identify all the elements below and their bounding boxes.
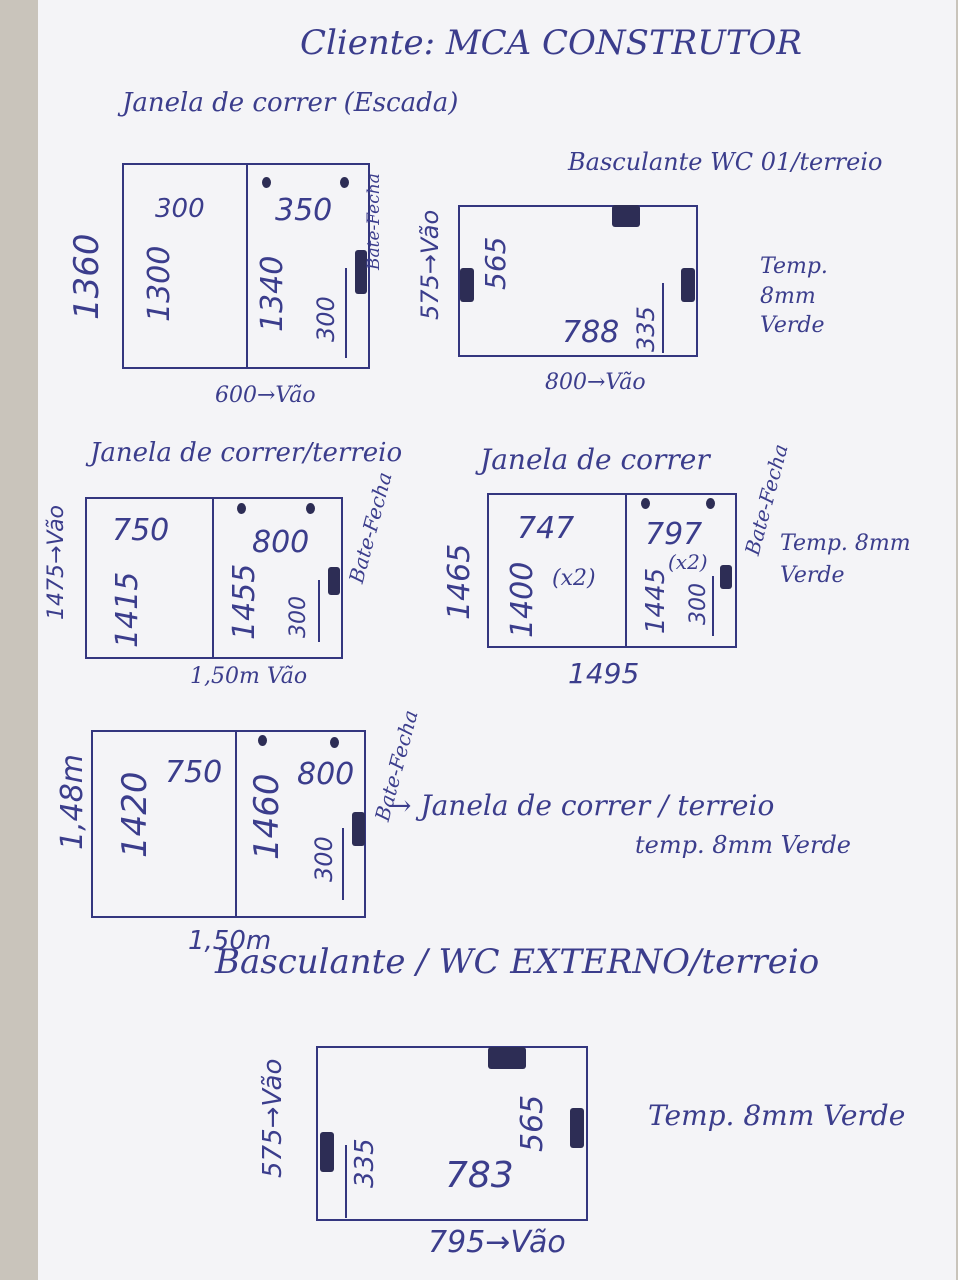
w6-lock-height: 335 <box>350 1138 380 1188</box>
w4-frame <box>487 493 737 648</box>
w2-title: Basculante WC 01/terreio <box>568 148 883 176</box>
w5-divider <box>235 730 237 918</box>
w2-glass: Temp. 8mm Verde <box>760 254 828 339</box>
w2-lock-dimension <box>662 283 664 353</box>
w1-height: 1360 <box>67 233 107 320</box>
w2-top-lock <box>612 205 640 227</box>
w5-label: → Janela de correr / terreio <box>388 789 775 822</box>
w4-right-height: 1445 <box>641 567 671 634</box>
w6-height: 575→Vão <box>258 1058 288 1178</box>
w5-lock-height: 300 <box>310 836 338 882</box>
w1-right-height: 1340 <box>255 255 290 332</box>
w4-width: 1495 <box>568 657 640 690</box>
w2-inner-height: 565 <box>479 236 512 290</box>
w2-width: 800→Vão <box>545 370 646 395</box>
w3-title: Janela de correr/terreio <box>90 438 403 468</box>
w5-glass: temp. 8mm Verde <box>635 831 852 859</box>
w4-lock-dimension <box>712 576 714 636</box>
w4-glass: Temp. 8mm Verde <box>780 531 911 588</box>
w4-left-qty: (x2) <box>552 566 596 591</box>
w2-height: 575→Vão <box>416 209 444 320</box>
w5-roller-dot <box>258 735 267 746</box>
w4-left-width: 747 <box>517 511 575 546</box>
w6-left-hinge <box>320 1132 334 1172</box>
w4-title: Janela de correr <box>480 443 710 476</box>
w1-divider <box>246 163 248 369</box>
w4-left-height: 1400 <box>505 561 540 638</box>
w6-inner-height: 565 <box>515 1094 550 1152</box>
w6-glass: Temp. 8mm Verde <box>648 1099 906 1132</box>
w6-title: Basculante / WC EXTERNO/terreio <box>215 942 820 982</box>
w1-roller-dot <box>340 177 349 188</box>
w1-lock <box>355 250 367 294</box>
w1-roller-dot <box>262 177 271 188</box>
w4-roller-dot <box>706 498 715 509</box>
w1-left-height: 1300 <box>142 245 177 322</box>
w3-lock <box>328 567 340 595</box>
w2-lock-height: 335 <box>632 306 660 352</box>
w5-right-width: 800 <box>297 757 355 792</box>
w3-roller-dot <box>306 503 315 514</box>
w5-height: 1,48m <box>55 753 90 850</box>
w1-left-width: 300 <box>155 194 205 224</box>
w2-frame <box>458 205 698 357</box>
w4-right-width: 797 <box>645 517 703 552</box>
w1-width: 600→Vão <box>215 383 316 408</box>
w3-frame <box>85 497 343 659</box>
w4-lock <box>720 565 732 589</box>
w1-title: Janela de correr (Escada) <box>122 88 459 118</box>
w1-right-width: 350 <box>275 193 333 228</box>
w3-divider <box>212 497 214 659</box>
w5-right-height: 1460 <box>247 773 287 860</box>
w5-roller-dot <box>330 737 339 748</box>
w6-top-lock <box>488 1047 526 1069</box>
w3-lock-height: 300 <box>286 596 311 638</box>
w3-height: 1475→Vão <box>44 504 69 620</box>
w5-width: 1,50m <box>188 926 272 956</box>
w3-left-width: 750 <box>112 513 170 548</box>
w3-left-height: 1415 <box>110 571 145 648</box>
w3-roller-dot <box>237 503 246 514</box>
w6-right-hinge <box>570 1108 584 1148</box>
w6-frame <box>316 1046 588 1221</box>
w6-lock-dimension <box>345 1145 347 1218</box>
w1-note: Bate-Fecha <box>364 173 384 270</box>
w5-lock <box>352 812 365 846</box>
w6-width: 795→Vão <box>428 1225 566 1260</box>
w2-left-hinge <box>460 268 474 302</box>
client-header: Cliente: MCA CONSTRUTOR <box>300 23 803 63</box>
w3-right-width: 800 <box>252 525 310 560</box>
w6-inner-width: 783 <box>445 1155 514 1196</box>
w2-right-hinge <box>681 268 695 302</box>
w4-divider <box>625 493 627 648</box>
w5-left-height: 1420 <box>115 771 155 858</box>
w1-lock-height: 300 <box>312 296 340 342</box>
w4-lock-height: 300 <box>686 583 711 625</box>
w4-right-qty: (x2) <box>668 550 708 574</box>
w3-width: 1,50m Vão <box>190 664 308 689</box>
w5-lock-dimension <box>342 828 344 900</box>
w4-roller-dot <box>641 498 650 509</box>
w4-height: 1465 <box>442 543 477 620</box>
w5-left-width: 750 <box>165 755 223 790</box>
w2-inner-width: 788 <box>562 315 620 350</box>
w1-lock-dimension <box>345 268 347 358</box>
w3-right-height: 1455 <box>227 563 262 640</box>
w3-lock-dimension <box>318 580 320 642</box>
w5-frame <box>91 730 366 918</box>
